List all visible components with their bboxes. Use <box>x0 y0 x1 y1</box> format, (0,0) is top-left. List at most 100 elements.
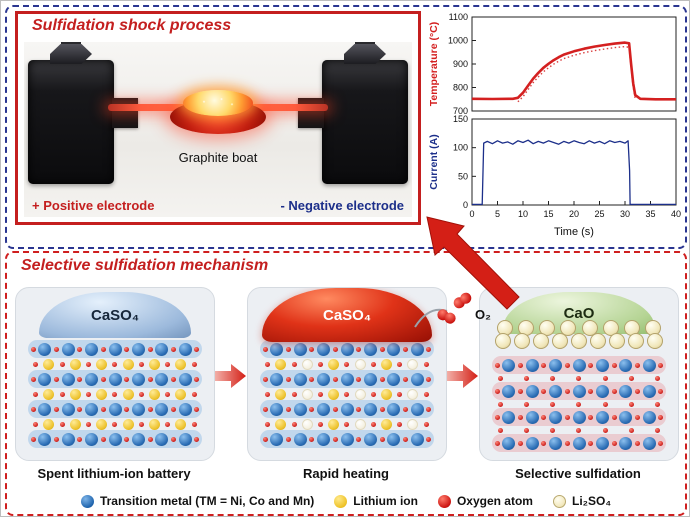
mechanism-panels-row: CaSO₄ Spent lithium-ion battery CaSO₄ <box>15 287 679 481</box>
oxygen-atom <box>33 361 39 367</box>
oxygen-atom <box>59 391 65 397</box>
hex-bolt-icon <box>50 44 92 64</box>
electrode-photo-box: Sulfidation shock process Graphite boat … <box>15 11 421 225</box>
oxygen-atom <box>262 376 268 382</box>
oxygen-atom <box>332 436 338 442</box>
oxygen-atom <box>564 388 570 394</box>
transition-metal-atom <box>642 358 656 372</box>
transition-metal-atom <box>155 402 169 416</box>
oxygen-atom <box>124 376 130 382</box>
step-arrow-icon <box>214 364 246 388</box>
legend-item: Lithium ion <box>334 494 418 508</box>
transition-metal-atom <box>108 432 122 446</box>
oxygen-atom <box>286 436 292 442</box>
oxygen-atom <box>370 391 376 397</box>
oxygen-atom <box>494 440 500 446</box>
transition-metal-atom <box>108 372 122 386</box>
oxygen-atom <box>498 427 504 433</box>
top-section-title: Sulfidation shock process <box>32 17 232 34</box>
transition-metal-atom <box>595 384 609 398</box>
oxygen-atom <box>262 436 268 442</box>
li2so4-particle <box>533 333 549 349</box>
transition-metal-atom <box>642 436 656 450</box>
oxygen-atom <box>654 427 660 433</box>
current-tick-label: 150 <box>453 114 468 124</box>
transition-metal-atom <box>619 410 633 424</box>
lithium-ion <box>175 358 187 370</box>
transition-metal-atom <box>293 402 307 416</box>
time-tick-label: 25 <box>594 209 604 219</box>
oxygen-atom <box>602 401 608 407</box>
oxygen-atom <box>265 361 271 367</box>
experiment-photo: Graphite boat + Positive electrode - Neg… <box>24 42 412 217</box>
li2so4-surface-row <box>492 333 666 349</box>
transition-metal-atom <box>387 402 401 416</box>
oxygen-atom <box>356 406 362 412</box>
transition-metal-atom <box>572 436 586 450</box>
oxygen-atom <box>100 346 106 352</box>
transition-metal-atom <box>502 436 516 450</box>
oxygen-atom <box>309 376 315 382</box>
lithium-ion <box>328 358 340 370</box>
tm-layer-slab <box>492 408 666 426</box>
li2so4-particle <box>590 333 606 349</box>
oxygen-atom <box>654 375 660 381</box>
lithium-ion <box>275 358 287 370</box>
time-tick-label: 10 <box>518 209 528 219</box>
oxygen-atom <box>332 406 338 412</box>
transition-metal-atom <box>317 372 331 386</box>
lithium-ion <box>43 418 55 430</box>
panel-caption: Spent lithium-ion battery <box>37 466 191 481</box>
transition-metal-atom <box>363 432 377 446</box>
transition-metal-atom <box>270 372 284 386</box>
transition-metal-atom <box>108 402 122 416</box>
oxygen-atom <box>170 346 176 352</box>
oxygen-atom <box>86 421 92 427</box>
lithium-layer-row <box>260 358 434 370</box>
time-tick-label: 30 <box>620 209 630 219</box>
lithium-vacancy <box>407 388 419 400</box>
oxygen-atom <box>494 362 500 368</box>
oxygen-atom <box>356 436 362 442</box>
oxygen-atom <box>628 427 634 433</box>
li2so4-particle <box>647 333 663 349</box>
tm-layer-slab <box>492 356 666 374</box>
oxygen-atom <box>77 436 83 442</box>
oxygen-atom <box>100 406 106 412</box>
oxygen-atom <box>576 401 582 407</box>
transition-metal-atom <box>572 384 586 398</box>
oxygen-atom <box>524 427 530 433</box>
oxygen-atom <box>138 391 144 397</box>
temp-axes-frame <box>471 16 677 112</box>
oxygen-atom <box>518 362 524 368</box>
tm-layer-slab <box>260 430 434 448</box>
temperature-curve-markers <box>517 45 636 103</box>
oxygen-atom <box>426 376 432 382</box>
oxygen-atom <box>100 376 106 382</box>
panel-spent-battery: CaSO₄ Spent lithium-ion battery <box>15 287 215 481</box>
lithium-ion <box>96 358 108 370</box>
transition-metal-atom <box>549 358 563 372</box>
oxygen-atom <box>332 346 338 352</box>
tm-layer-slab <box>260 370 434 388</box>
lithium-ion <box>275 418 287 430</box>
transition-metal-atom <box>340 432 354 446</box>
temp-axis-label: Temperature (°C) <box>428 22 440 107</box>
lithium-ion <box>149 358 161 370</box>
oxygen-atom <box>194 346 200 352</box>
transition-metal-atom <box>38 432 52 446</box>
oxygen-atom <box>309 346 315 352</box>
selective-sulfidation-section: Selective sulfidation mechanism CaSO₄ Sp… <box>5 251 687 516</box>
transition-metal-atom <box>61 432 75 446</box>
transition-metal-atom <box>340 372 354 386</box>
tm-swatch-icon <box>80 494 94 508</box>
oxygen-atom <box>138 421 144 427</box>
oxygen-atom <box>165 421 171 427</box>
li2so4-particle <box>581 320 598 336</box>
oxygen-atom <box>402 436 408 442</box>
oxygen-atom <box>379 376 385 382</box>
oxygen-atom <box>54 376 60 382</box>
oxygen-atom <box>494 414 500 420</box>
oxygen-atom <box>147 346 153 352</box>
